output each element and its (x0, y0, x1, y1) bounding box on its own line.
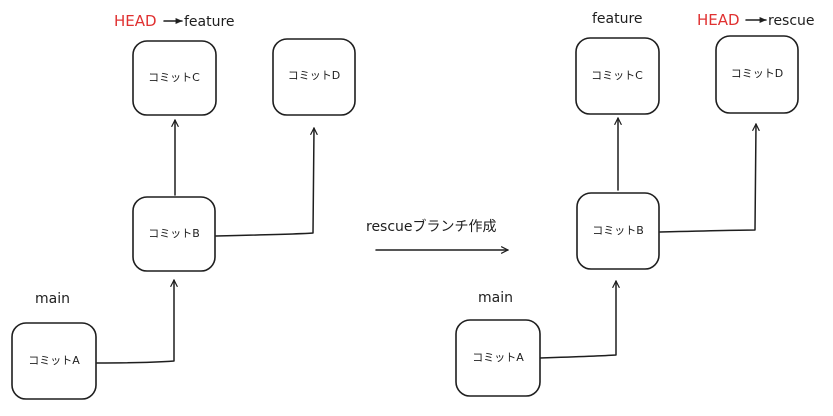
edge-a-to-b-right (539, 280, 620, 359)
operation: rescueブランチ作成 (366, 218, 509, 254)
commit-c-node-left: コミットC (132, 40, 217, 116)
commit-d-label: コミットD (288, 69, 340, 82)
commit-a-label: コミットA (28, 354, 80, 367)
commit-b-node-left: コミットB (132, 196, 216, 272)
right-diagram: コミットA コミットB コミットC コミットD main feature HEA… (455, 11, 815, 397)
commit-d-label: コミットD (731, 67, 783, 80)
head-label: HEAD (114, 12, 157, 30)
commit-c-label: コミットC (148, 71, 200, 84)
commit-b-label: コミットB (592, 224, 644, 237)
commit-d-node-left: コミットD (272, 38, 356, 116)
head-target-label: feature (184, 14, 235, 30)
commit-c-label: コミットC (591, 69, 643, 82)
commit-a-label: コミットA (472, 351, 524, 364)
main-branch-label: main (478, 290, 513, 306)
main-branch-label: main (35, 291, 70, 307)
commit-c-node-right: コミットC (575, 37, 660, 115)
feature-branch-label: feature (592, 11, 643, 27)
commit-b-node-right: コミットB (576, 192, 660, 270)
head-label: HEAD (697, 11, 740, 29)
commit-a-node-left: コミットA (11, 322, 97, 400)
left-diagram: コミットA コミットB コミットC コミットD main HEAD featur… (11, 12, 356, 400)
commit-a-node-right: コミットA (455, 319, 541, 397)
edge-a-to-b-left (96, 279, 178, 364)
commit-b-label: コミットB (148, 227, 200, 240)
edge-b-to-d-left (215, 127, 318, 237)
commit-d-node-right: コミットD (715, 35, 799, 114)
operation-label: rescueブランチ作成 (366, 218, 497, 235)
head-target-label: rescue (768, 13, 815, 29)
edge-b-to-d-right (659, 123, 760, 233)
